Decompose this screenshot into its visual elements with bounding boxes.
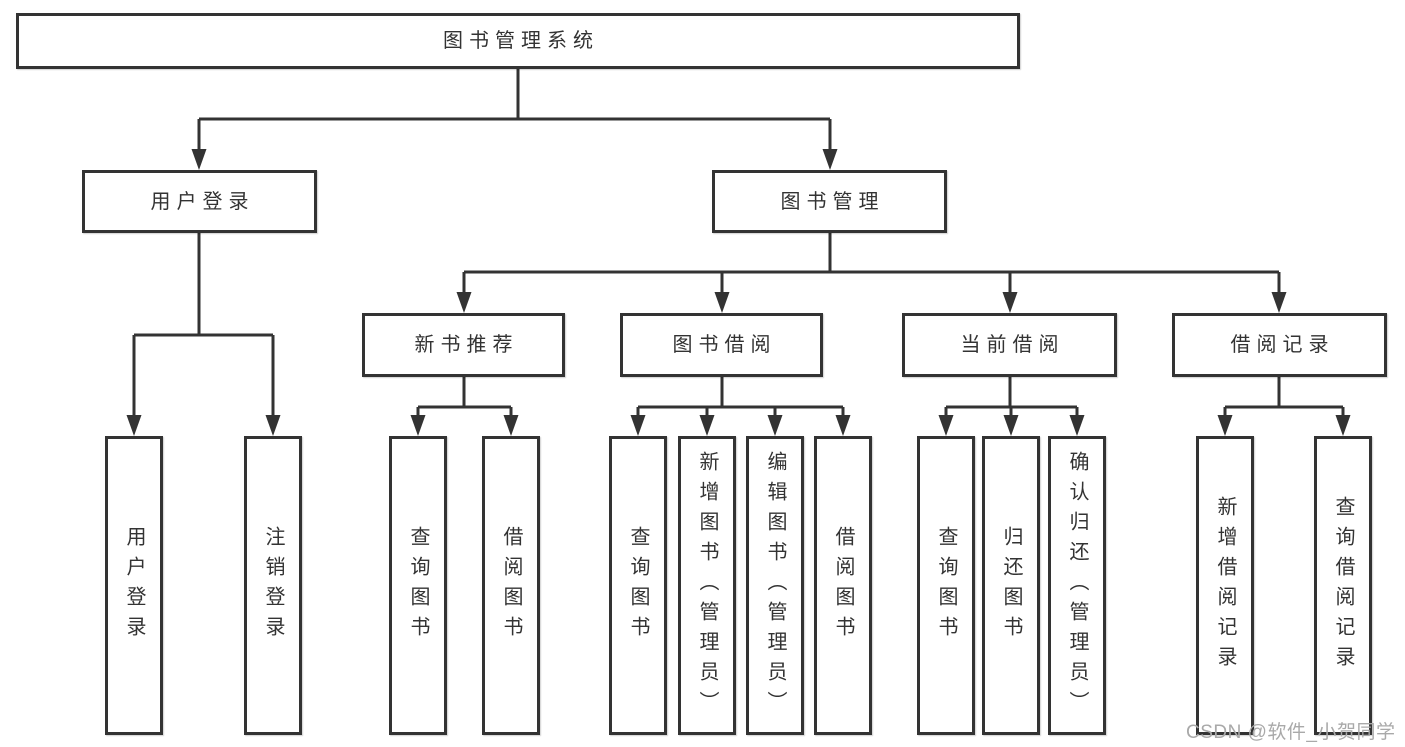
node-label: 借阅记录 — [1230, 334, 1335, 356]
leaf-logout: 注销登录 — [244, 436, 302, 735]
leaf-query-books-current: 查询图书 — [917, 436, 975, 735]
node-label: 用户登录 — [123, 525, 145, 646]
node-label: 借阅图书 — [500, 525, 522, 646]
leaf-borrow-books: 借阅图书 — [814, 436, 872, 735]
node-label: 查询借阅记录 — [1332, 495, 1354, 676]
node-library-management-system: 图书管理系统 — [16, 13, 1020, 69]
node-label: 图书借阅 — [672, 334, 777, 356]
node-label: 查询图书 — [935, 525, 957, 646]
node-label: 编辑图书（管理员） — [764, 450, 786, 721]
leaf-borrow-books-recommend: 借阅图书 — [482, 436, 540, 735]
node-label: 图书管理 — [780, 190, 885, 213]
node-label: 确认归还（管理员） — [1066, 450, 1088, 721]
node-label: 图书管理系统 — [443, 30, 599, 52]
leaf-add-book-admin: 新增图书（管理员） — [678, 436, 736, 735]
node-label: 借阅图书 — [832, 525, 854, 646]
node-label: 新书推荐 — [414, 334, 519, 356]
node-label: 用户登录 — [150, 190, 255, 213]
node-new-book-recommend: 新书推荐 — [362, 313, 565, 377]
node-label: 查询图书 — [627, 525, 649, 646]
node-label: 新增借阅记录 — [1214, 495, 1236, 676]
node-book-borrow: 图书借阅 — [620, 313, 823, 377]
leaf-query-books-recommend: 查询图书 — [389, 436, 447, 735]
leaf-return-book: 归还图书 — [982, 436, 1040, 735]
leaf-user-login: 用户登录 — [105, 436, 163, 735]
leaf-query-books-borrow: 查询图书 — [609, 436, 667, 735]
watermark: CSDN @软件_小贺同学 — [1186, 722, 1396, 743]
node-label: 注销登录 — [262, 525, 284, 646]
node-book-management: 图书管理 — [712, 170, 947, 233]
node-label: 查询图书 — [407, 525, 429, 646]
leaf-confirm-return-admin: 确认归还（管理员） — [1048, 436, 1106, 735]
node-user-login: 用户登录 — [82, 170, 317, 233]
node-label: 归还图书 — [1000, 525, 1022, 646]
leaf-edit-book-admin: 编辑图书（管理员） — [746, 436, 804, 735]
leaf-query-borrow-record: 查询借阅记录 — [1314, 436, 1372, 735]
node-borrow-records: 借阅记录 — [1172, 313, 1387, 377]
node-label: 新增图书（管理员） — [696, 450, 718, 721]
node-label: 当前借阅 — [960, 334, 1065, 356]
leaf-add-borrow-record: 新增借阅记录 — [1196, 436, 1254, 735]
node-current-borrow: 当前借阅 — [902, 313, 1117, 377]
